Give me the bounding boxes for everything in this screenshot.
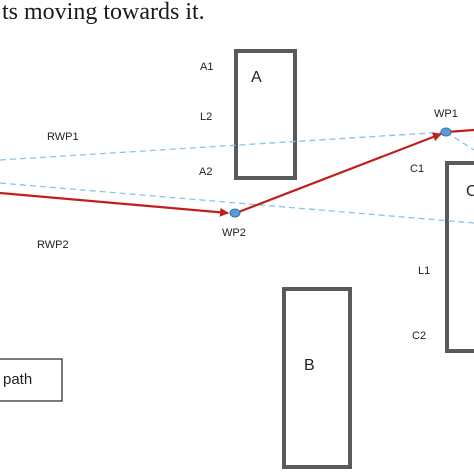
waypoint-wp1-label: WP1 [434,108,458,120]
reference-path-rwp1 [0,131,447,161]
obstacle-a-label: A [251,69,262,86]
waypoint-wp2-marker [229,208,241,218]
obstacle-c-mid-label: L1 [418,265,430,277]
obstacle-b-label: B [304,357,315,374]
obstacle-a-mid-label: L2 [200,111,212,123]
obstacle-c-label: C [466,183,474,200]
reference-path-rwp1-branch [445,131,474,151]
caption: ts moving towards it. [2,0,205,25]
obstacle-a-top-label: A1 [200,61,213,73]
obstacle-c-bottom-label: C2 [412,330,426,342]
waypoint-wp2-label: WP2 [222,227,246,239]
robot-path-segment-3 [446,128,474,134]
waypoint-wp1-marker [440,127,452,137]
obstacle-c-top-label: C1 [410,163,424,175]
legend-box [0,358,63,402]
obstacle-c [445,161,474,353]
obstacle-a [234,49,297,180]
obstacle-a-bottom-label: A2 [199,166,212,178]
robot-path-segment-1 [0,191,229,217]
robot-path-segment-2 [235,132,442,215]
rwp1-label: RWP1 [47,131,79,143]
obstacle-b [282,287,352,469]
legend-text: path [3,371,32,388]
rwp2-label: RWP2 [37,239,69,251]
